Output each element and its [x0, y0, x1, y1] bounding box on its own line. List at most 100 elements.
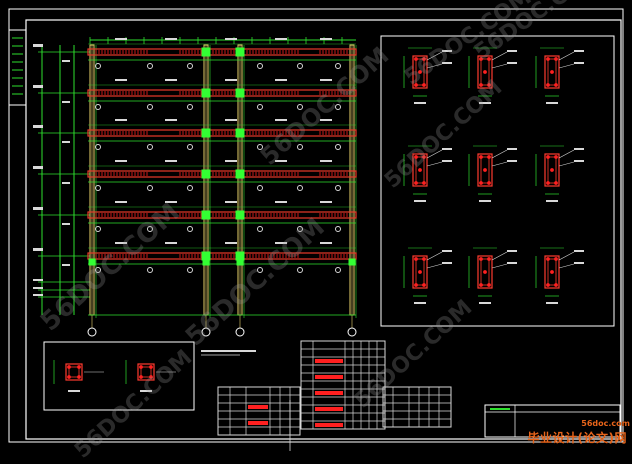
- beam-column-joint: [235, 128, 245, 138]
- beam-column-joint: [235, 210, 245, 220]
- leader-text-mark: [574, 62, 584, 64]
- section-callout: [335, 144, 341, 150]
- beam-annotation-mark: [225, 38, 237, 40]
- section-callout: [297, 226, 303, 232]
- beam-annotation-mark: [275, 119, 287, 121]
- leader-text-mark: [507, 148, 517, 150]
- beam-column-joint: [235, 47, 245, 57]
- stirrup: [480, 58, 490, 86]
- rebar-dot: [479, 257, 483, 261]
- site-url: 56doc.com: [581, 419, 630, 428]
- rebar-dot: [414, 57, 418, 61]
- leader-text-mark: [442, 148, 452, 150]
- beam-section-6: [535, 145, 584, 202]
- beam-column-joint: [235, 169, 245, 179]
- level-label-mark: [33, 44, 43, 47]
- leader-line: [426, 51, 443, 61]
- dimension-text-mark: [62, 141, 70, 143]
- column-label-mark: [68, 390, 80, 392]
- dimension-text-mark: [62, 182, 70, 184]
- section-callout: [95, 226, 101, 232]
- section-callout: [335, 185, 341, 191]
- section-outline: [412, 255, 428, 289]
- beam-annotation-mark: [275, 79, 287, 81]
- inner-border: [25, 19, 622, 440]
- section-callout: [147, 63, 153, 69]
- cad-drawing-canvas[interactable]: [0, 0, 632, 451]
- section-title-mark: [546, 302, 558, 304]
- section-title-mark: [414, 200, 426, 202]
- section-callout: [257, 144, 263, 150]
- section-callout: [297, 63, 303, 69]
- beam-column-joint: [235, 88, 245, 98]
- beam-annotation-mark: [225, 160, 237, 162]
- leader-text-mark: [574, 50, 584, 52]
- stirrup: [415, 58, 425, 86]
- column-rebar-dot: [77, 365, 81, 369]
- section-outline: [544, 255, 560, 289]
- section-callout: [187, 63, 193, 69]
- rebar-dot: [414, 83, 418, 87]
- section-callout: [335, 63, 341, 69]
- title-block: [484, 404, 621, 438]
- section-callout: [147, 104, 153, 110]
- site-logo-badge[interactable]: 56doc.com 毕业设计(论文)网: [528, 419, 630, 449]
- beam-floor-3: [87, 129, 357, 137]
- rebar-dot: [479, 57, 483, 61]
- section-callout: [297, 104, 303, 110]
- leader-line: [426, 63, 443, 69]
- beam-floor-2: [87, 89, 357, 97]
- rebar-dot: [550, 168, 554, 172]
- leader-line: [491, 149, 508, 159]
- section-outline: [477, 153, 493, 187]
- beam-annotation-mark: [165, 201, 177, 203]
- level-label-mark: [33, 279, 43, 281]
- rebar-dot: [546, 283, 550, 287]
- rebar-dot: [483, 70, 487, 74]
- beam-section-7: [403, 247, 452, 304]
- rebar-dot: [554, 57, 558, 61]
- column-detail-panel-border: [43, 341, 195, 411]
- rebar-schedule-cell: [315, 391, 343, 395]
- section-callout: [335, 267, 341, 273]
- rebar-dot: [422, 283, 426, 287]
- beam-annotation-mark: [225, 79, 237, 81]
- frame-elevation-drawing: [33, 37, 357, 337]
- rebar-dot: [483, 270, 487, 274]
- rebar-dot: [546, 83, 550, 87]
- beam-annotation-mark: [225, 119, 237, 121]
- section-callout: [95, 144, 101, 150]
- dimension-text-mark: [62, 223, 70, 225]
- rebar-dot: [414, 257, 418, 261]
- section-callout: [147, 267, 153, 273]
- dimension-text-mark: [62, 264, 70, 266]
- leader-line: [491, 51, 508, 61]
- section-title-mark: [546, 200, 558, 202]
- rebar-dot: [418, 70, 422, 74]
- section-callout: [95, 63, 101, 69]
- leader-text-mark: [507, 262, 517, 264]
- rebar-dot: [418, 270, 422, 274]
- section-outline: [544, 55, 560, 89]
- beam-section-3: [535, 47, 584, 104]
- leader-text-mark: [507, 160, 517, 162]
- leader-line: [558, 263, 575, 269]
- section-callout: [147, 185, 153, 191]
- rebar-schedule-cell: [248, 421, 268, 425]
- section-callout: [187, 185, 193, 191]
- leader-line: [491, 63, 508, 69]
- leader-line: [491, 251, 508, 261]
- base-joint: [236, 258, 244, 266]
- rebar-schedule-cell: [315, 407, 343, 411]
- beam-annotation-mark: [165, 242, 177, 244]
- leader-text-mark: [442, 50, 452, 52]
- beam-section-1: [403, 47, 452, 104]
- base-joint: [202, 258, 210, 266]
- leader-text-mark: [507, 250, 517, 252]
- section-callout: [187, 144, 193, 150]
- rebar-dot: [487, 283, 491, 287]
- beam-annotation-mark: [165, 160, 177, 162]
- section-outline: [544, 153, 560, 187]
- grid-bubble-4: [347, 327, 357, 337]
- grid-bubble-3: [235, 327, 245, 337]
